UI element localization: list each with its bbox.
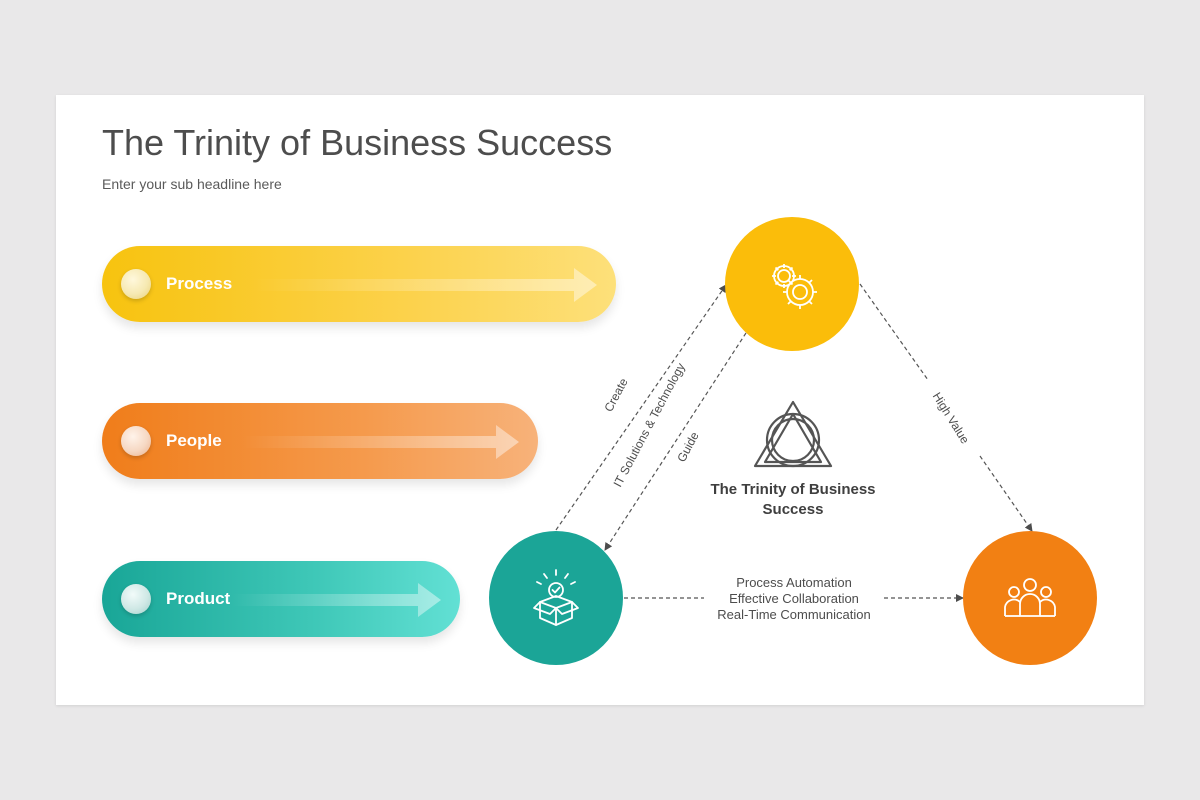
product-box-icon [533, 569, 579, 626]
pill-dot-icon [121, 584, 151, 614]
node-right-people [963, 531, 1097, 665]
trinity-logo-icon [753, 400, 833, 468]
arrow-right-icon [232, 583, 441, 617]
page-subtitle: Enter your sub headline here [102, 176, 282, 192]
people-group-icon [1004, 578, 1056, 617]
pill-process: Process [102, 246, 616, 322]
node-left-product [489, 531, 623, 665]
gears-icon [772, 264, 817, 309]
pill-dot-icon [121, 426, 151, 456]
edge-labels-bottom: Process Automation Effective Collaborati… [700, 575, 888, 623]
pill-label-process: Process [166, 274, 233, 293]
node-top-process [725, 217, 859, 351]
page-title: The Trinity of Business Success [102, 122, 613, 163]
edge-label-effective-collaboration: Effective Collaboration [729, 591, 859, 606]
center-title: The Trinity of Business Success [710, 481, 876, 518]
pill-people: People [102, 403, 538, 479]
pill-label-product: Product [166, 589, 231, 608]
pill-product: Product [102, 561, 460, 637]
pill-dot-icon [121, 269, 151, 299]
arrow-right-icon [242, 425, 519, 459]
edge-label-process-automation: Process Automation [736, 575, 852, 590]
pill-label-people: People [166, 431, 222, 450]
arrow-right-icon [252, 268, 597, 302]
edge-label-real-time-communication: Real-Time Communication [717, 607, 871, 622]
